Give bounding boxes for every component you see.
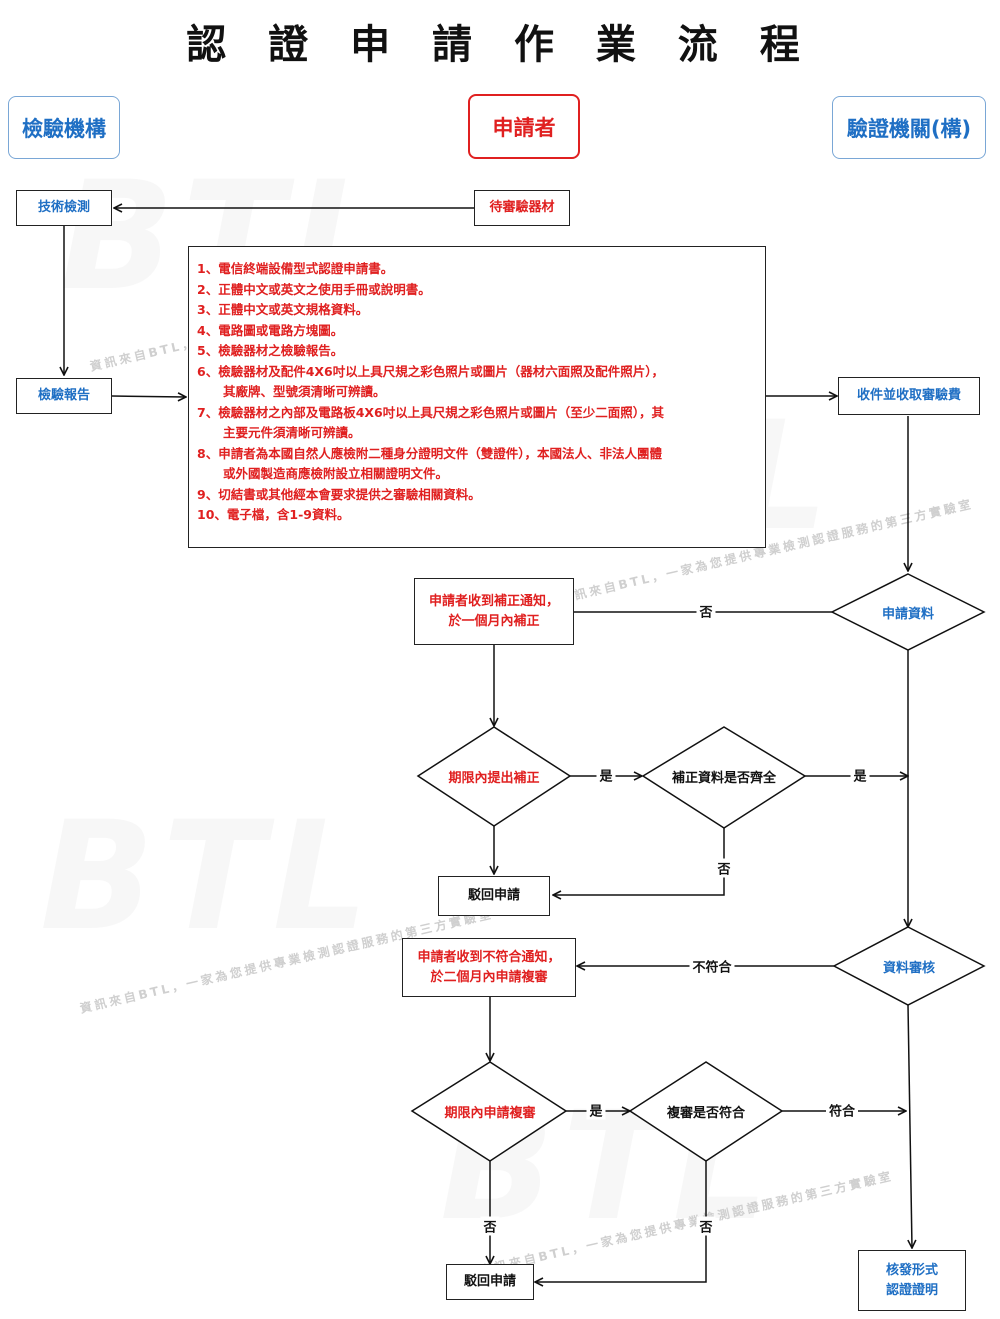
label-data-review: 資料審核 [882, 960, 935, 976]
edge-complete-to-reject1 [553, 828, 725, 895]
requirement-item: 4、電路圖或電路方塊圖。 [197, 322, 344, 338]
diamond-data-review [832, 926, 986, 1006]
requirement-item: 8、申請者為本國自然人應檢附二種身分證明文件（雙證件），本國法人、非法人團體 [197, 445, 662, 461]
node-sample: 待審驗器材 [474, 190, 570, 226]
label-fix-complete: 補正資料是否齊全 [671, 770, 776, 786]
node-notify-fix: 申請者收到補正通知， 於一個月內補正 [414, 578, 574, 645]
edge-label-yes: 是 [586, 1100, 606, 1120]
watermark-logo: BTL [40, 790, 377, 964]
lane-applicant: 申請者 [468, 94, 580, 159]
node-notify-nonconform-text: 申請者收到不符合通知， 於二個月內申請複審 [417, 949, 561, 985]
node-reject-1: 駁回申請 [438, 876, 550, 916]
requirements-box: 1、電信終端設備型式認證申請書。 2、正體中文或英文之使用手冊或說明書。 3、正體中… [188, 246, 766, 548]
lane-lab: 檢驗機構 [8, 96, 120, 159]
edge-label-no: 否 [696, 1216, 716, 1236]
requirement-item: 3、正體中文或英文規格資料。 [197, 302, 369, 317]
requirement-item: 6、檢驗器材及配件4X6吋以上具尺規之彩色照片或圖片（器材六面照及配件照片）， [197, 363, 664, 379]
requirement-item: 2、正體中文或英文之使用手冊或說明書。 [197, 281, 431, 297]
page-title: 認 證 申 請 作 業 流 程 [186, 22, 814, 68]
edge-conform-to-reject2 [535, 1161, 707, 1282]
label-review-in-time: 期限內申請複審 [444, 1105, 536, 1121]
label-app-data: 申請資料 [881, 606, 934, 622]
edge-label-no: 否 [480, 1216, 500, 1236]
label-fix-in-time: 期限內提出補正 [448, 770, 540, 786]
diamond-app-data [830, 573, 986, 651]
node-test-report: 檢驗報告 [16, 378, 112, 414]
node-notify-nonconform: 申請者收到不符合通知， 於二個月內申請複審 [402, 938, 576, 997]
requirement-item: 或外國製造商應檢附設立相關證明文件。 [223, 466, 449, 481]
requirement-item: 其廠牌、型號須清晰可辨讀。 [223, 384, 386, 399]
label-review-conform: 複審是否符合 [666, 1105, 745, 1121]
node-issue-cert-text: 核發形式 認證證明 [885, 1262, 938, 1298]
edge-label-no: 否 [714, 858, 734, 878]
edge-label-conform: 符合 [825, 1100, 859, 1120]
node-reject-2: 駁回申請 [446, 1264, 534, 1300]
edge-report-to-req [111, 396, 186, 397]
diamond-review-in-time [410, 1061, 568, 1162]
diamond-fix-complete [641, 726, 807, 829]
node-receive-fee: 收件並收取審驗費 [838, 377, 980, 415]
requirement-item: 5、檢驗器材之檢驗報告。 [197, 343, 344, 358]
requirement-item: 10、電子檔，含1-9資料。 [197, 507, 350, 522]
node-tech-test: 技術檢測 [16, 190, 112, 226]
node-notify-fix-text: 申請者收到補正通知， 於一個月內補正 [428, 593, 559, 629]
diamond-fix-in-time [416, 726, 572, 827]
edge-label-yes: 是 [850, 765, 870, 785]
requirement-item: 1、電信終端設備型式認證申請書。 [197, 261, 394, 276]
node-issue-cert: 核發形式 認證證明 [858, 1250, 966, 1311]
requirement-item: 主要元件須清晰可辨讀。 [223, 425, 361, 440]
requirement-item: 9、切結書或其他經本會要求提供之審驗相關資料。 [197, 486, 481, 502]
edge-review-to-issue [908, 1004, 912, 1248]
edge-label-nonconform: 不符合 [689, 956, 735, 976]
lane-authority: 驗證機關(構) [832, 96, 986, 159]
diamond-review-conform [628, 1061, 784, 1162]
edge-label-no: 否 [696, 601, 716, 621]
requirement-item: 7、檢驗器材之內部及電路板4X6吋以上具尺規之彩色照片或圖片（至少二面照），其 [197, 404, 664, 420]
edge-label-yes: 是 [596, 765, 616, 785]
